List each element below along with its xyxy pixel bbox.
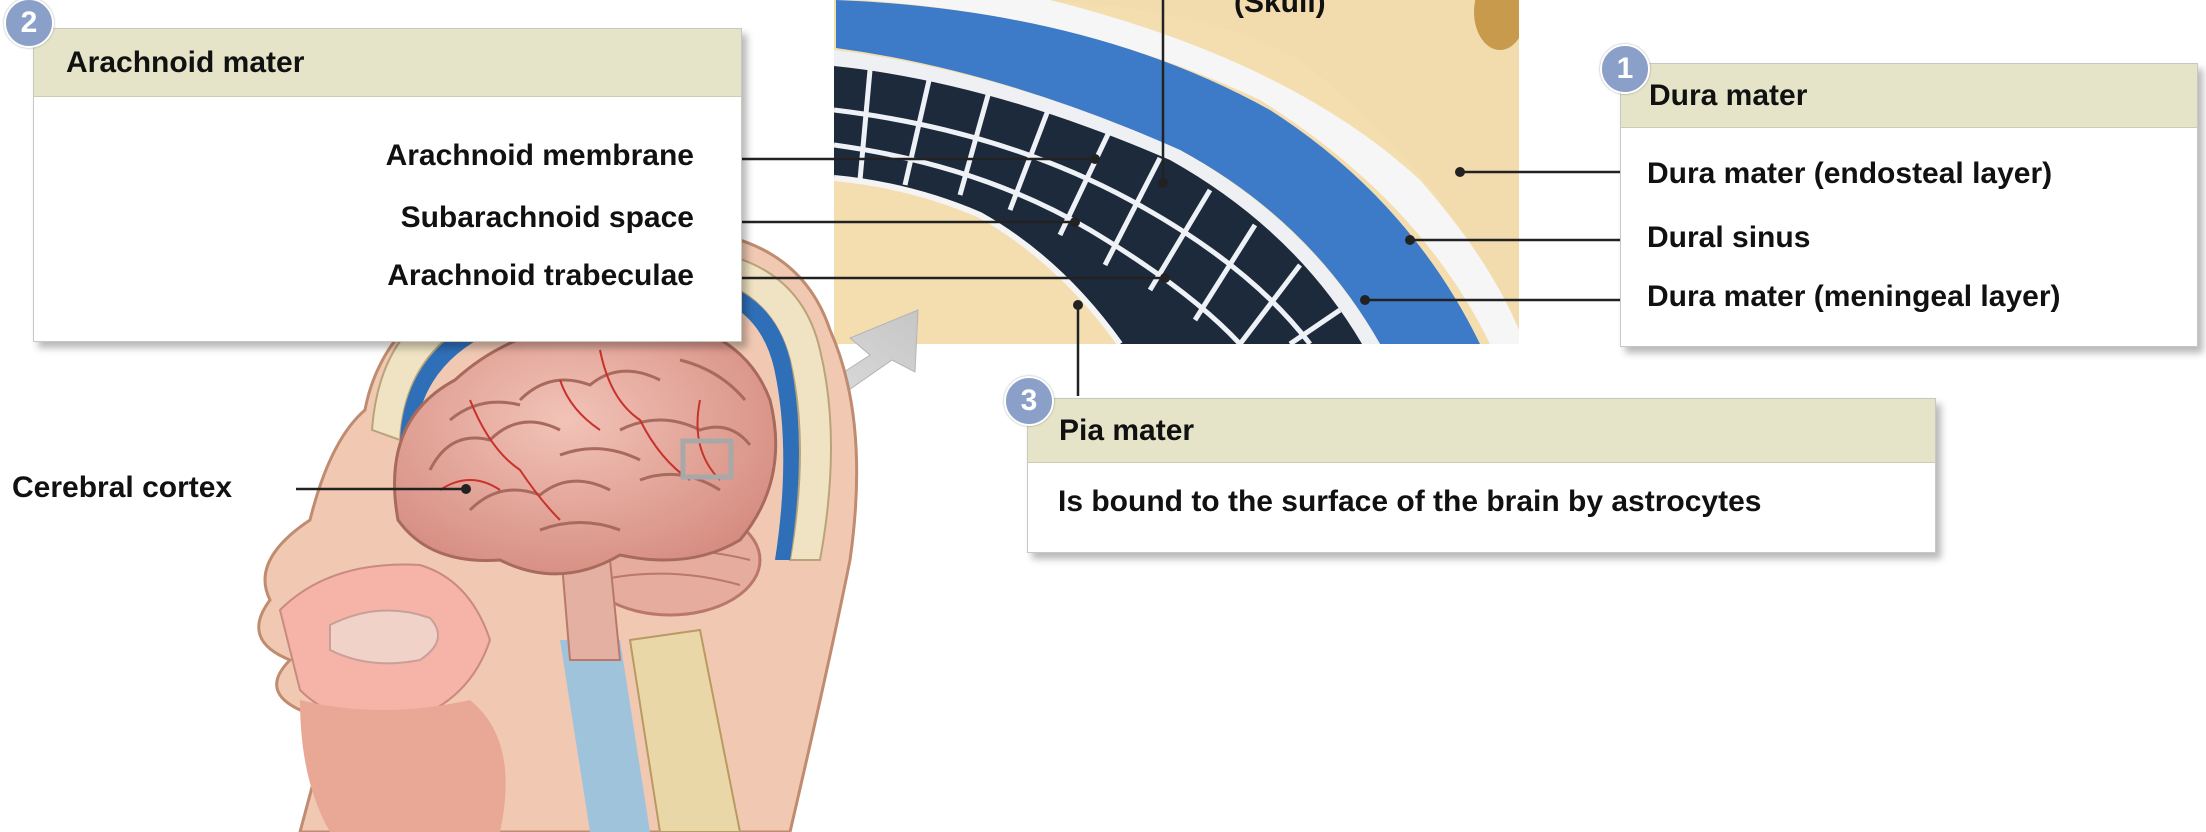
label-dural-sinus: Dural sinus: [1647, 223, 1810, 253]
label-dura-endosteal: Dura mater (endosteal layer): [1647, 159, 2052, 189]
pia-badge: 3: [1004, 376, 1054, 426]
pia-mater-title: Pia mater: [1028, 399, 1935, 463]
nasal-concha: [330, 610, 438, 663]
skull-label: (Skull): [1234, 0, 1326, 18]
pia-mater-description: Is bound to the surface of the brain by …: [1058, 487, 1761, 517]
arachnoid-mater-box: Arachnoid mater: [33, 28, 742, 342]
pia-mater-box: Pia mater: [1027, 398, 1936, 553]
label-dura-meningeal: Dura mater (meningeal layer): [1647, 282, 2060, 312]
dura-badge: 1: [1600, 44, 1650, 94]
dura-mater-title: Dura mater: [1621, 64, 2197, 128]
label-arachnoid-trabeculae: Arachnoid trabeculae: [387, 261, 694, 291]
magnified-meninges-view: [834, 0, 1526, 344]
label-arachnoid-membrane: Arachnoid membrane: [386, 141, 694, 171]
oral-region: [300, 700, 506, 832]
arachnoid-mater-title: Arachnoid mater: [34, 29, 741, 97]
arachnoid-badge: 2: [4, 0, 54, 48]
label-cerebral-cortex: Cerebral cortex: [12, 473, 232, 503]
label-subarachnoid-space: Subarachnoid space: [401, 203, 694, 233]
